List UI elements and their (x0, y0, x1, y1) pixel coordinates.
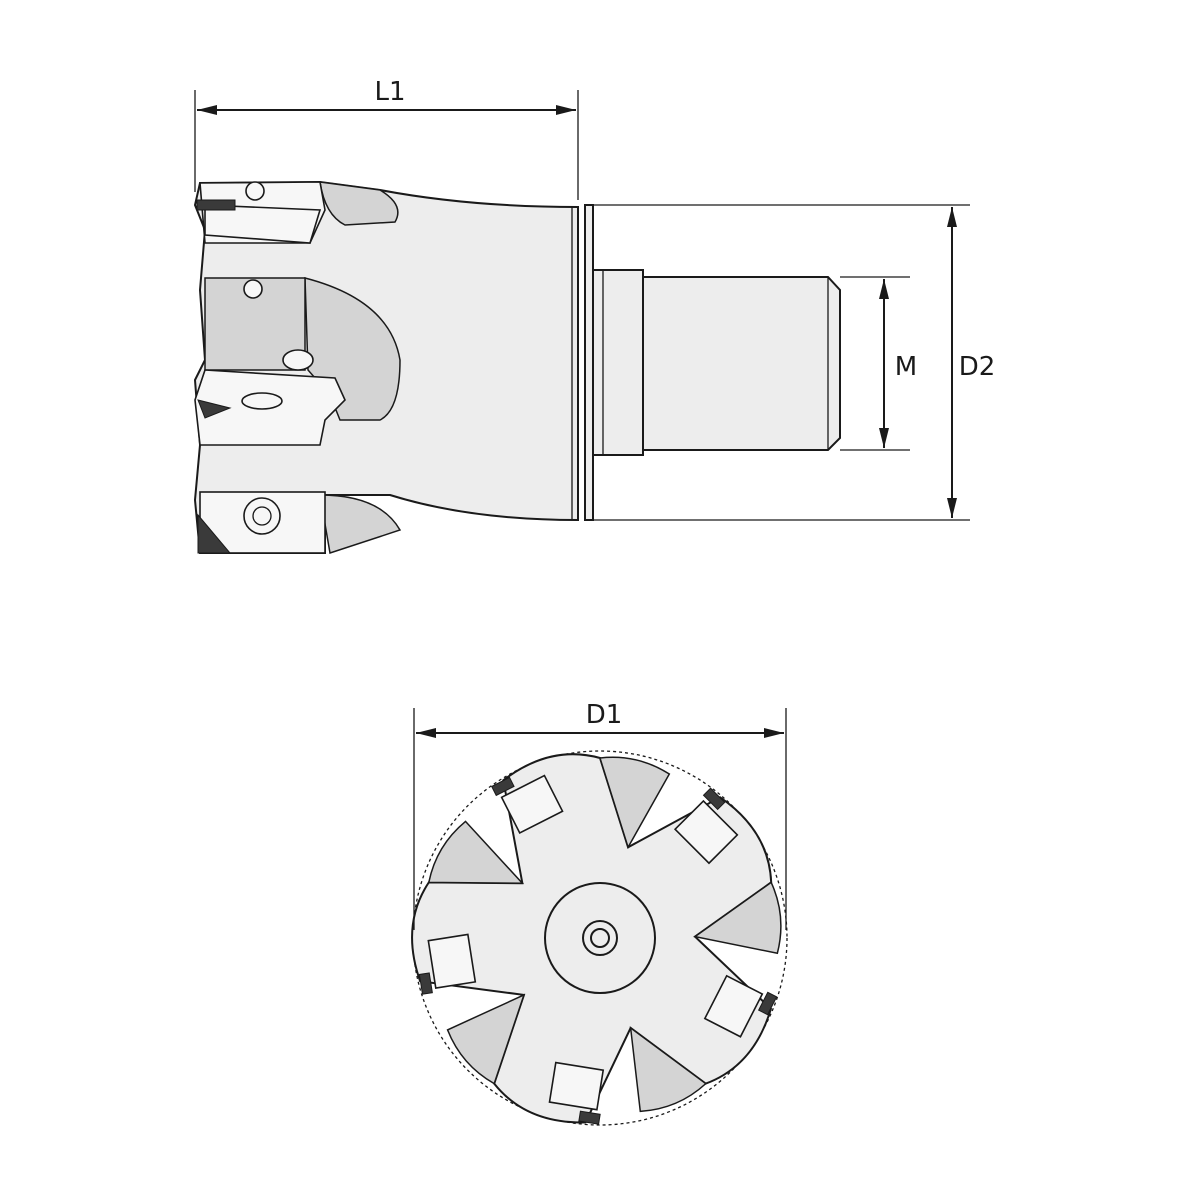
insert-tip (702, 787, 726, 811)
dimension-label-d2: D2 (959, 352, 996, 382)
flange (584, 204, 594, 521)
insert-tip (418, 972, 433, 995)
cutting-circle (412, 750, 788, 1126)
flute (427, 820, 525, 885)
flute (319, 494, 402, 554)
flute (319, 181, 399, 226)
dimension-m: M (840, 276, 917, 451)
dimension-label-m: M (895, 352, 917, 382)
flute (599, 756, 671, 850)
insert (548, 1061, 605, 1111)
screw-hole (243, 279, 263, 299)
coolant-hole-inner (590, 928, 610, 948)
insert (673, 799, 739, 865)
insert-tip (757, 991, 778, 1016)
insert (427, 933, 477, 990)
dimension-label-l1: L1 (374, 77, 405, 107)
dimension-d2: D2 (585, 204, 996, 521)
dimension-d1: D1 (413, 700, 787, 930)
shank (584, 204, 841, 521)
dimension-label-d1: D1 (586, 700, 623, 730)
insert-tip (491, 776, 515, 797)
insert-bottom (197, 491, 326, 554)
screw-hole (245, 181, 265, 201)
torx-screw-icon (243, 497, 281, 535)
insert (703, 974, 764, 1038)
shank-neck (592, 269, 644, 456)
insert-top (196, 181, 326, 244)
dimension-l1: L1 (194, 77, 579, 200)
flute (693, 881, 782, 955)
flute (629, 1026, 707, 1113)
shank-cylinder (642, 276, 841, 451)
insert-tip (578, 1110, 601, 1125)
insert (500, 774, 564, 835)
side-view: L1 D2 M (193, 77, 996, 554)
insert-middle (194, 277, 346, 446)
front-view: D1 (411, 700, 788, 1126)
flute (446, 993, 526, 1085)
